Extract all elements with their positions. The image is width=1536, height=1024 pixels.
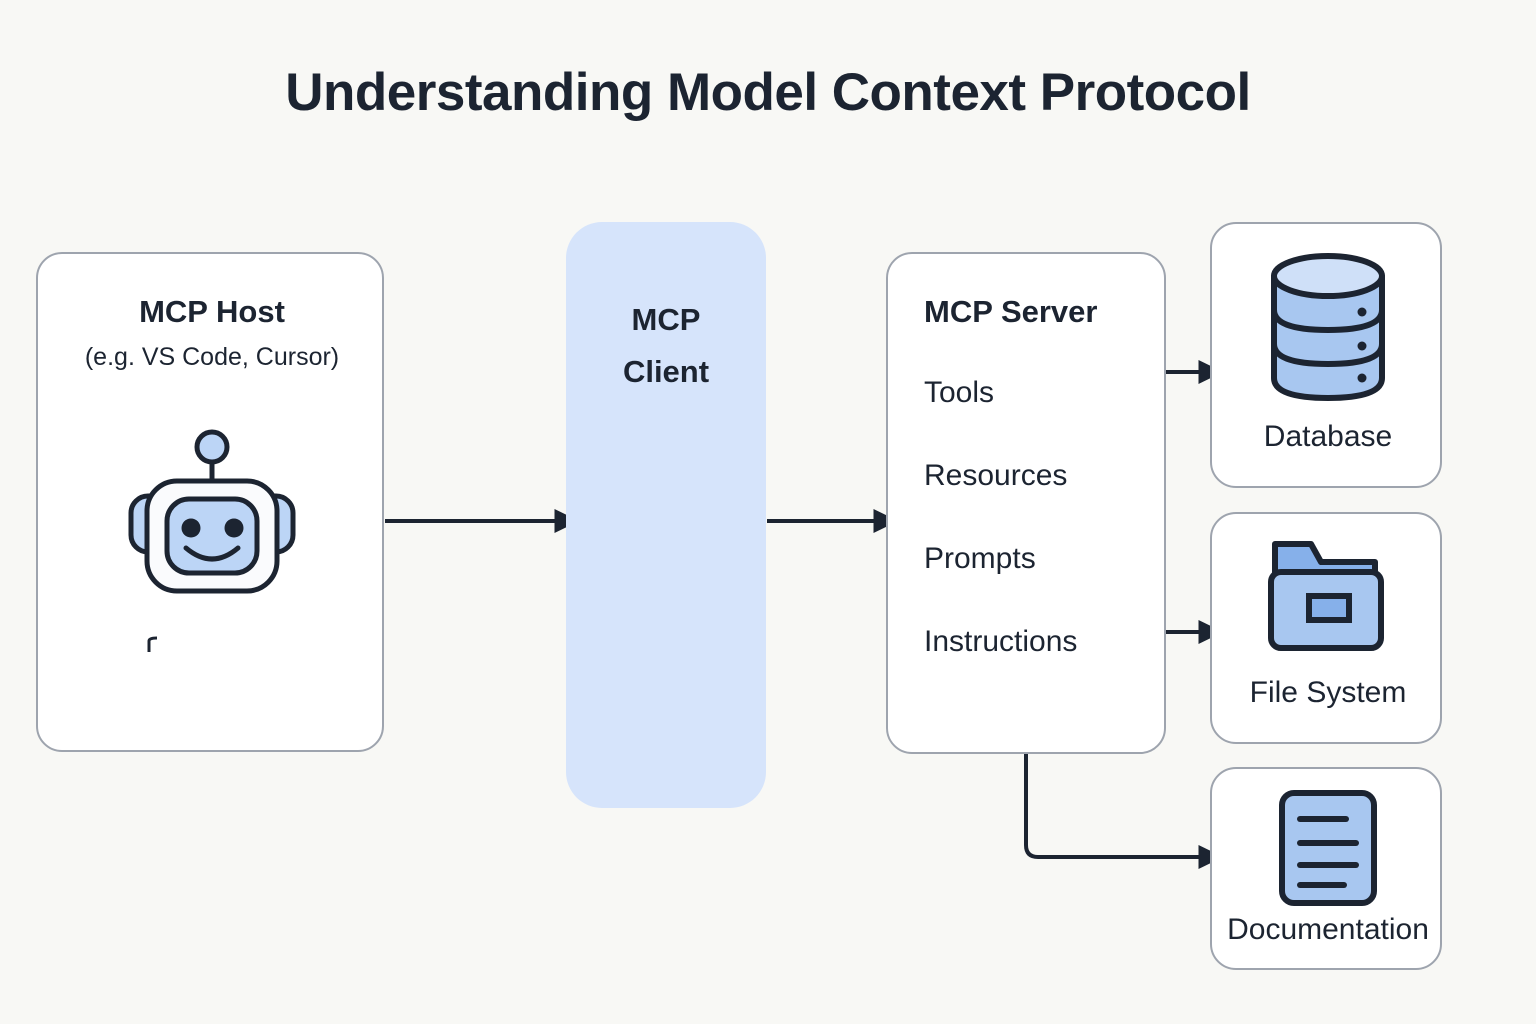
capability-tools: Tools [924,376,995,409]
document-lines-icon [1279,790,1377,906]
resource-card-file-system[interactable]: File System [1210,512,1442,744]
resource-label-file-system: File System [1249,676,1407,709]
resource-card-database[interactable]: Database [1210,222,1442,488]
resource-label-database: Database [1263,420,1393,453]
arrow-server-to-documentation [1024,754,1224,869]
mcp-client-card[interactable]: MCP Client [566,222,766,808]
resource-label-documentation: Documentation [1227,913,1429,946]
mcp-server-title: MCP Server [924,294,1098,329]
capability-resources: Resources [924,459,1068,492]
database-icon-wrap [1212,250,1444,404]
stray-mark [147,636,158,652]
document-icon-wrap [1212,787,1444,909]
mcp-host-subtitle: (e.g. VS Code, Cursor) [84,343,340,371]
resource-card-documentation[interactable]: Documentation [1210,767,1442,970]
mcp-client-line2: Client [622,354,710,389]
mcp-server-capability-list: Tools Resources Prompts Instructions [924,372,1077,704]
mcp-host-card[interactable]: MCP Host (e.g. VS Code, Cursor) [36,252,384,752]
mcp-client-line1: MCP [631,302,701,337]
folder-icon-wrap [1212,534,1444,656]
page-title: Understanding Model Context Protocol [285,63,1251,122]
capability-prompts: Prompts [924,542,1036,575]
folder-icon [1268,541,1384,651]
capability-instructions: Instructions [924,625,1078,658]
database-cylinder-icon [1271,253,1385,401]
mcp-server-card[interactable]: MCP Server Tools Resources Prompts Instr… [886,252,1166,754]
mcp-client-label: MCP Client [566,294,766,398]
mcp-host-title: MCP Host [139,294,285,329]
robot-icon [128,429,296,594]
